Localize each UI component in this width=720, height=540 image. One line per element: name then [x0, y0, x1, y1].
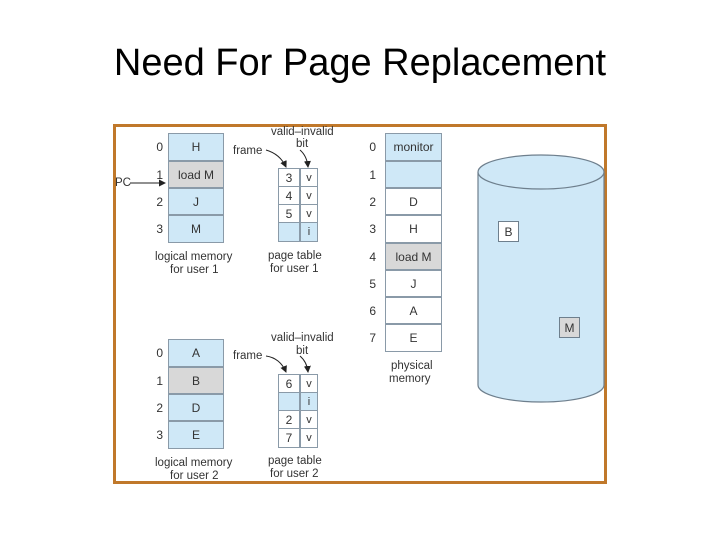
frame-index: 0 — [369, 140, 376, 154]
bit-label-1: bit — [296, 138, 309, 150]
page-table-bit: v — [300, 374, 318, 394]
physical-frame-5: J — [385, 270, 442, 297]
frame-index: 5 — [369, 277, 376, 291]
user2-page-index: 0 — [156, 346, 163, 360]
disk-block-b: B — [498, 221, 519, 242]
physical-frame-2: D — [385, 188, 442, 215]
pc-label: PC — [115, 177, 131, 189]
user1-page-table-caption-2: for user 1 — [270, 263, 319, 275]
user2-page-index: 2 — [156, 401, 163, 415]
page-table-frame: 6 — [278, 374, 300, 394]
page-table-frame: 5 — [278, 204, 300, 224]
frame-index: 4 — [369, 250, 376, 264]
user2-page-index: 1 — [156, 374, 163, 388]
page-table-frame: 7 — [278, 428, 300, 448]
page-table-frame — [278, 392, 300, 412]
user1-logical-caption: logical memory — [155, 251, 233, 263]
user1-page-table-caption: page table — [268, 250, 322, 262]
page-table-bit: v — [300, 204, 318, 224]
user2-page-1: B — [168, 367, 224, 394]
user2-page-0: A — [168, 339, 224, 367]
page-table-bit: v — [300, 428, 318, 448]
physical-frame-6: A — [385, 297, 442, 324]
user1-page-3: M — [168, 215, 224, 243]
table-row: 6 v — [278, 374, 318, 394]
user1-page-index: 1 — [156, 168, 163, 182]
user1-page-0: H — [168, 133, 224, 161]
physical-memory-caption-2: memory — [389, 373, 431, 385]
page-table-bit: i — [300, 222, 318, 242]
frame-index: 1 — [369, 168, 376, 182]
physical-frame-3: H — [385, 215, 442, 243]
user1-page-1: load M — [168, 161, 224, 188]
page-table-bit: v — [300, 410, 318, 430]
page-table-bit: v — [300, 168, 318, 188]
table-row: i — [278, 392, 318, 412]
user2-logical-caption-2: for user 2 — [170, 470, 219, 482]
frame-index: 7 — [369, 331, 376, 345]
physical-memory-caption: physical — [391, 360, 433, 372]
page-table-frame — [278, 222, 300, 242]
valid-invalid-label-2: valid–invalid — [271, 332, 334, 344]
user2-page-table-caption-2: for user 2 — [270, 468, 319, 480]
page-table-bit: i — [300, 392, 318, 412]
user1-page-2: J — [168, 188, 224, 215]
page-table-frame: 2 — [278, 410, 300, 430]
user1-page-index: 3 — [156, 222, 163, 236]
bit-label-2: bit — [296, 345, 309, 357]
physical-frame-7: E — [385, 324, 442, 352]
physical-frame-4: load M — [385, 243, 442, 270]
valid-invalid-label-1: valid–invalid — [271, 126, 334, 138]
frame-index: 2 — [369, 195, 376, 209]
user2-logical-caption: logical memory — [155, 457, 233, 469]
frame-label-2: frame — [233, 350, 263, 362]
page-table-frame: 4 — [278, 186, 300, 206]
physical-frame-0: monitor — [385, 133, 442, 161]
table-row: 7 v — [278, 428, 318, 448]
frame-index: 3 — [369, 222, 376, 236]
page-table-frame: 3 — [278, 168, 300, 188]
user2-page-3: E — [168, 421, 224, 449]
physical-frame-1 — [385, 161, 442, 188]
page-table-bit: v — [300, 186, 318, 206]
slide-title: Need For Page Replacement — [113, 42, 607, 84]
table-row: 5 v — [278, 204, 318, 224]
user1-page-index: 0 — [156, 140, 163, 154]
table-row: 2 v — [278, 410, 318, 430]
table-row: 3 v — [278, 168, 318, 188]
user2-page-2: D — [168, 394, 224, 421]
user1-page-index: 2 — [156, 195, 163, 209]
table-row: 4 v — [278, 186, 318, 206]
disk-block-m: M — [559, 317, 580, 338]
frame-label-1: frame — [233, 145, 263, 157]
user2-page-table-caption: page table — [268, 455, 322, 467]
user2-page-index: 3 — [156, 428, 163, 442]
table-row: i — [278, 222, 318, 242]
frame-index: 6 — [369, 304, 376, 318]
user1-logical-caption-2: for user 1 — [170, 264, 219, 276]
